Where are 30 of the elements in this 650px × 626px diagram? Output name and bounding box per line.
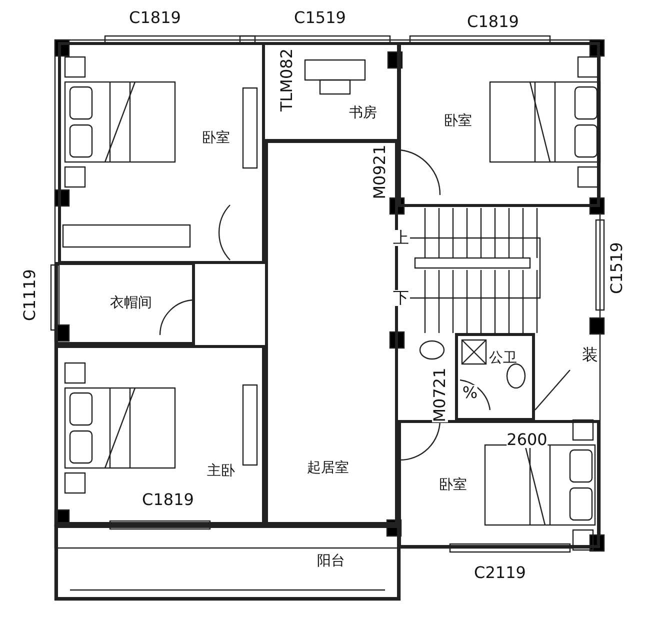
door-code: TLM082: [279, 48, 295, 112]
window-code: C1119: [22, 269, 38, 321]
room-name: 主卧: [207, 464, 235, 478]
room-name: 卧室: [202, 131, 230, 145]
room-outline: [398, 420, 600, 548]
dimension-text: 2600: [506, 432, 548, 448]
room-name: 起居室: [307, 461, 349, 475]
window-code: C1819: [129, 10, 181, 26]
door-code: M0921: [372, 144, 388, 200]
room-outline: [55, 262, 195, 345]
room-name: 卧室: [439, 478, 467, 492]
stair-direction: 下: [393, 290, 409, 306]
room-name: 公卫: [489, 351, 517, 365]
room-outline: [58, 42, 265, 264]
room-name: 衣帽间: [110, 296, 152, 310]
room-name: 装: [582, 347, 598, 363]
window-code: C1819: [467, 14, 519, 30]
fixture-mark: %: [462, 385, 478, 401]
room-name: 书房: [349, 106, 377, 120]
window-code: C1519: [609, 242, 625, 294]
room-outline: [398, 42, 600, 207]
room-outline: [55, 525, 400, 600]
window-code: C2119: [474, 565, 526, 581]
window-code: C1819: [142, 492, 194, 508]
room-name: 阳台: [317, 554, 345, 568]
stair-direction: 上: [393, 230, 409, 246]
room-outline: [55, 345, 265, 525]
room-name: 卧室: [444, 114, 472, 128]
window-code: C1519: [294, 10, 346, 26]
door-code: M0721: [432, 368, 448, 422]
